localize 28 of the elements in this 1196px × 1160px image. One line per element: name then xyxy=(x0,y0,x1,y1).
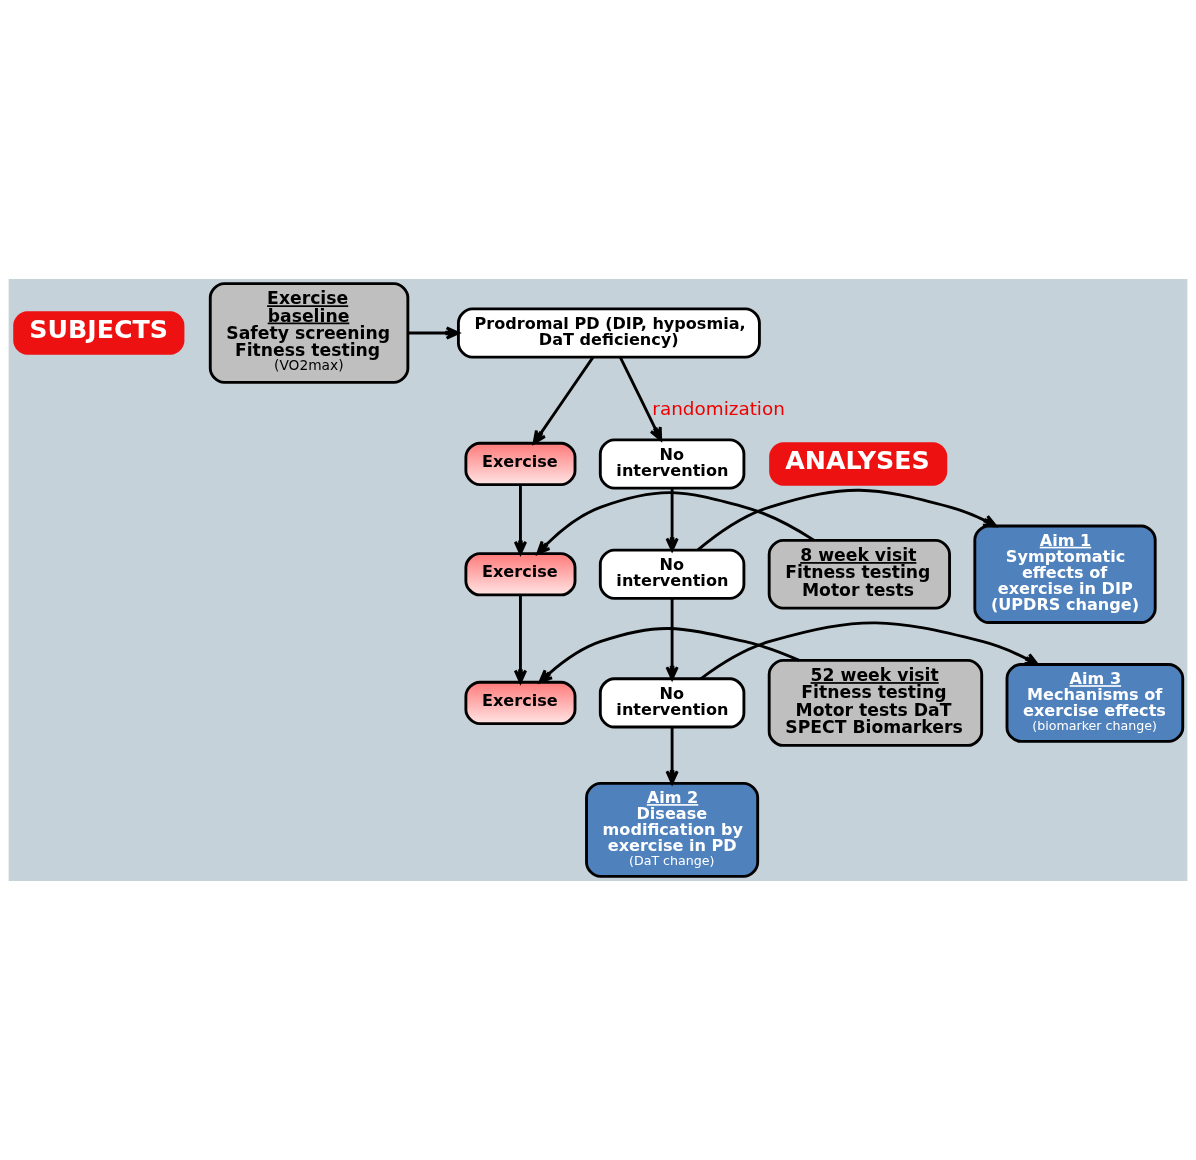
node-box: ANALYSES xyxy=(769,442,948,486)
arrow xyxy=(699,621,1039,680)
node-box: 8 week visit Fitness testing Motor tests xyxy=(767,538,951,610)
arrow xyxy=(513,484,528,555)
edge-label: randomization xyxy=(652,398,785,420)
arrow xyxy=(665,727,679,785)
node-box: Aim 3 Mechanisms of exercise effects (biomarker change) xyxy=(1005,663,1185,743)
node-box: Exercise xyxy=(464,680,577,726)
arrow xyxy=(665,598,679,681)
arrow xyxy=(532,356,595,445)
node-box: Exercise xyxy=(464,441,577,487)
arrow xyxy=(408,326,460,340)
arrow xyxy=(697,488,998,552)
node-box: Aim 2 Disease modification by exercise in PD (DaT change) xyxy=(585,781,760,878)
arrow xyxy=(538,627,800,684)
arrow xyxy=(665,488,679,552)
node-box: No intervention xyxy=(598,438,746,490)
node-box: No intervention xyxy=(598,548,746,600)
node-box: Prodromal PD (DIP, hyposmia, DaT deficiency) xyxy=(456,307,761,359)
arrow xyxy=(536,491,815,555)
node-box: 52 week visit Fitness testing Motor tests DaT SPECT Biomarkers xyxy=(767,659,984,747)
node-box: No intervention xyxy=(598,677,746,729)
arrow xyxy=(618,356,663,441)
node-box: Aim 1 Symptomatic effects of exercise in DIP (UPDRS change) xyxy=(973,524,1157,624)
node-box: SUBJECTS xyxy=(13,311,185,355)
node-box: Exercise xyxy=(464,552,577,597)
arrow xyxy=(513,595,528,684)
node-box: Exercise baseline Safety screening Fitness testing (VO2max) xyxy=(208,282,410,384)
